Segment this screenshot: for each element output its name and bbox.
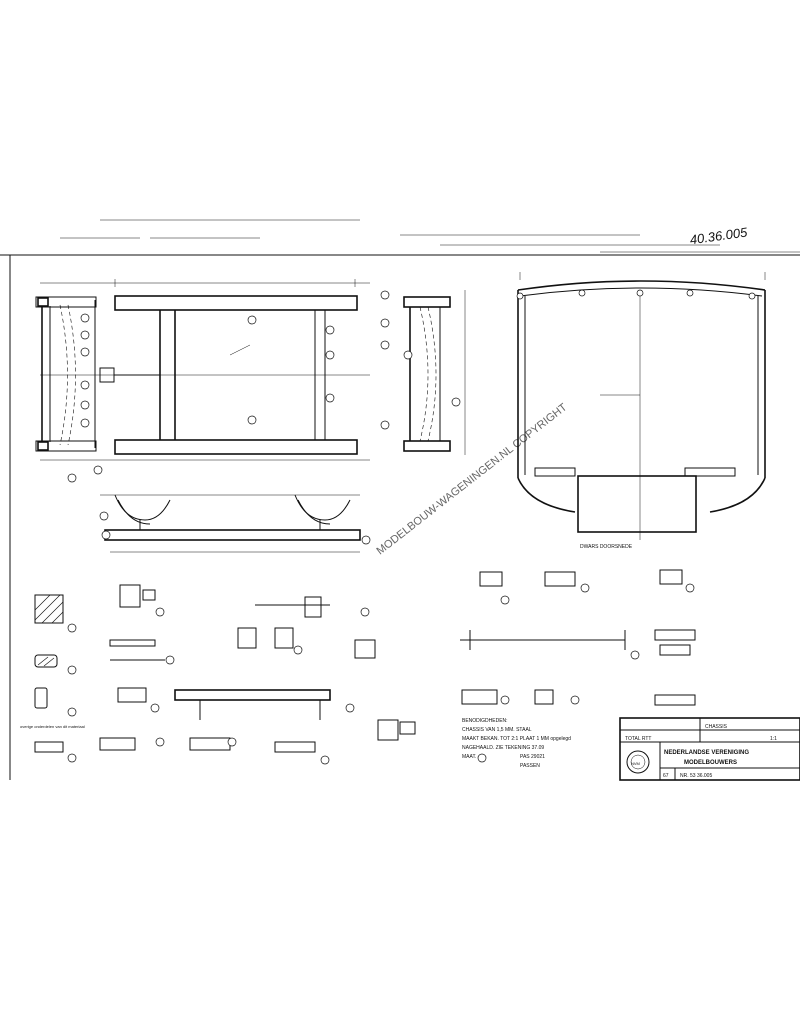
chassis-plan-view [35, 279, 390, 483]
chassis-side-elevation [99, 494, 371, 553]
seal-text: NVM [631, 761, 640, 766]
chassis-end-view [403, 290, 466, 455]
detail-parts-left: overige onderdelen van dit materiaal [20, 594, 85, 763]
handwritten-drawing-number: 40.36.005 [689, 224, 749, 247]
sheet-ref: 67 [663, 773, 669, 779]
note-line-4: NAGEHAALD. ZIE TEKENING 37.09 [462, 745, 544, 751]
organisation-line-2: MODELBOUWERS [684, 760, 737, 766]
sub-title: TOTAL RTT [625, 736, 651, 742]
note-line-6: PAS 29021 [520, 754, 545, 760]
detail-parts-middle [99, 584, 416, 765]
section-label: DWARS DOORSNEDE [580, 544, 633, 550]
notes-block: BENODIGDHEDEN: CHASSIS VAN 1,5 MM. STAAL… [462, 718, 571, 769]
note-line-7: PASSEN [520, 763, 540, 769]
drawing-code: NR. 53 36.005 [680, 773, 712, 779]
note-line-1: BENODIGDHEDEN: [462, 718, 508, 724]
cross-section-view [516, 272, 766, 540]
side-note: overige onderdelen van dit materiaal [20, 724, 85, 729]
title-block [619, 717, 800, 781]
watermark-text: MODELBOUW-WAGENINGEN.NL COPYRIGHT [374, 401, 569, 557]
note-line-3: MAAKT BEKAN. TOT 2:1 PLAAT 1 MM opgelegd [462, 736, 571, 742]
organisation-line-1: NEDERLANDSE VERENIGING [664, 750, 749, 756]
note-line-2: CHASSIS VAN 1,5 MM. STAAL [462, 727, 532, 733]
scale-value: 1:1 [770, 736, 777, 742]
sheet-border [0, 219, 800, 780]
drawing-title: CHASSIS [705, 724, 728, 730]
detail-parts-right [460, 569, 696, 763]
note-line-5: MAAT. [462, 754, 476, 760]
